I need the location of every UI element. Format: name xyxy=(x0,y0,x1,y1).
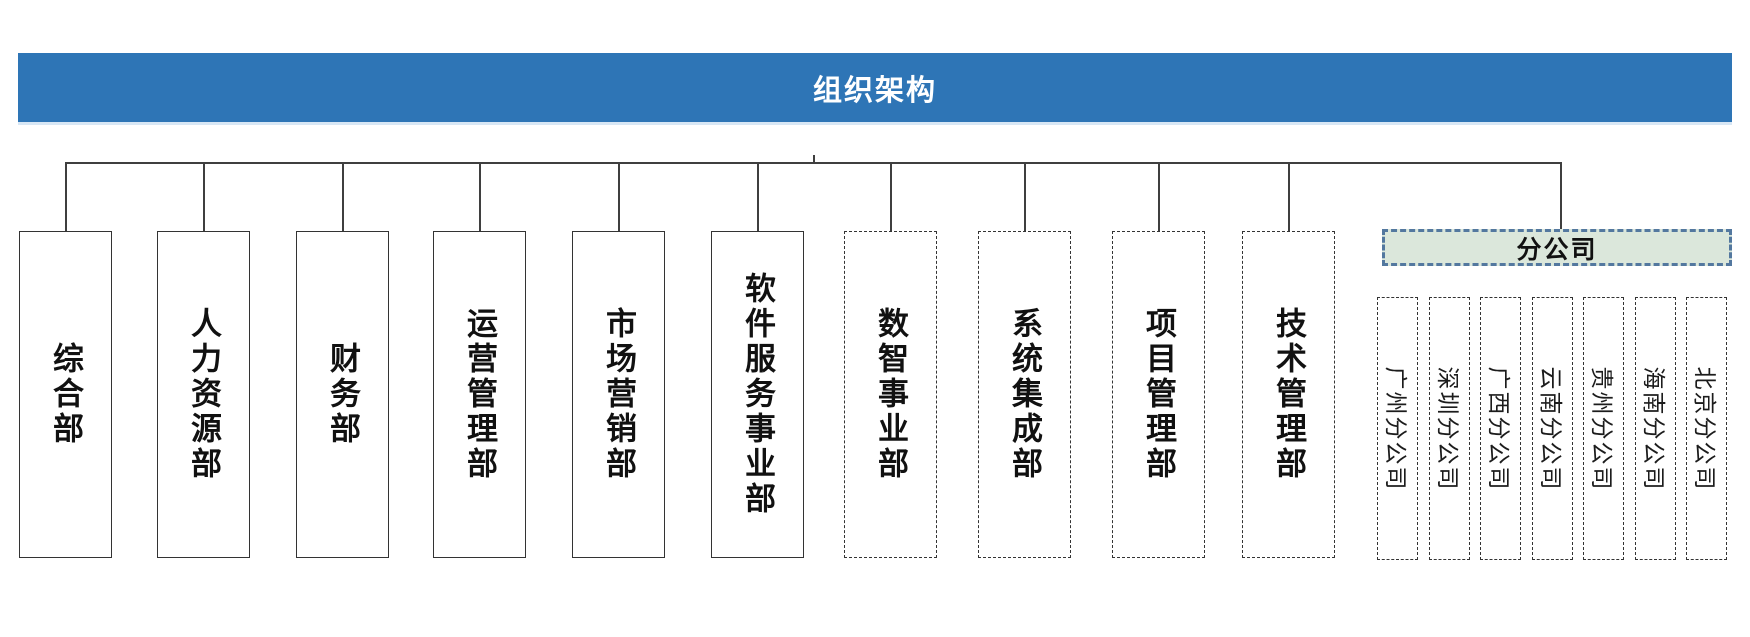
branch-label: 贵州分公司 xyxy=(1588,366,1615,491)
dept-box-4: 市场营销部 xyxy=(572,231,665,558)
dept-label: 财务部 xyxy=(325,342,360,447)
dept-label: 项目管理部 xyxy=(1141,307,1176,482)
branch-label: 广西分公司 xyxy=(1485,366,1512,491)
branch-group-header-label: 分公司 xyxy=(1516,235,1598,264)
branch-label: 云南分公司 xyxy=(1537,366,1564,491)
branch-label: 广州分公司 xyxy=(1382,366,1409,491)
dept-box-1: 人力资源部 xyxy=(157,231,250,558)
branch-box-6: 北京分公司 xyxy=(1686,297,1727,560)
chart-title: 组织架构 xyxy=(812,74,937,107)
dept-box-8: 项目管理部 xyxy=(1112,231,1205,558)
connector-drop-9 xyxy=(1287,162,1290,231)
dept-box-6: 数智事业部 xyxy=(844,231,937,558)
connector-drop-7 xyxy=(1023,162,1026,231)
connector-horizontal xyxy=(65,162,1562,164)
dept-label: 技术管理部 xyxy=(1271,307,1306,482)
dept-box-7: 系统集成部 xyxy=(978,231,1071,558)
branch-group-header: 分公司 xyxy=(1382,229,1732,266)
dept-label: 系统集成部 xyxy=(1007,307,1042,482)
dept-box-9: 技术管理部 xyxy=(1242,231,1335,558)
branch-box-3: 云南分公司 xyxy=(1532,297,1573,560)
dept-box-2: 财务部 xyxy=(296,231,389,558)
dept-box-0: 综合部 xyxy=(19,231,112,558)
dept-label: 数智事业部 xyxy=(873,307,908,482)
connector-drop-6 xyxy=(889,162,892,231)
branch-box-5: 海南分公司 xyxy=(1635,297,1676,560)
connector-drop-5 xyxy=(756,162,759,231)
connector-drop-2 xyxy=(341,162,344,231)
chart-title-bar: 组织架构 xyxy=(18,53,1732,125)
dept-box-3: 运营管理部 xyxy=(433,231,526,558)
dept-label: 软件服务事业部 xyxy=(740,272,775,517)
branch-box-4: 贵州分公司 xyxy=(1583,297,1624,560)
branch-label: 海南分公司 xyxy=(1640,366,1667,491)
branch-box-2: 广西分公司 xyxy=(1480,297,1521,560)
dept-label: 运营管理部 xyxy=(462,307,497,482)
connector-root-stub xyxy=(813,155,815,162)
dept-label: 人力资源部 xyxy=(186,307,221,482)
dept-label: 市场营销部 xyxy=(601,307,636,482)
dept-box-5: 软件服务事业部 xyxy=(711,231,804,558)
connector-drop-branch-group xyxy=(1560,162,1562,229)
connector-drop-4 xyxy=(617,162,620,231)
connector-drop-0 xyxy=(64,162,67,231)
branch-label: 深圳分公司 xyxy=(1434,366,1461,491)
branch-box-1: 深圳分公司 xyxy=(1429,297,1470,560)
dept-label: 综合部 xyxy=(48,342,83,447)
connector-drop-3 xyxy=(478,162,481,231)
branch-box-0: 广州分公司 xyxy=(1377,297,1418,560)
connector-drop-8 xyxy=(1157,162,1160,231)
connector-drop-1 xyxy=(202,162,205,231)
branch-label: 北京分公司 xyxy=(1691,366,1718,491)
